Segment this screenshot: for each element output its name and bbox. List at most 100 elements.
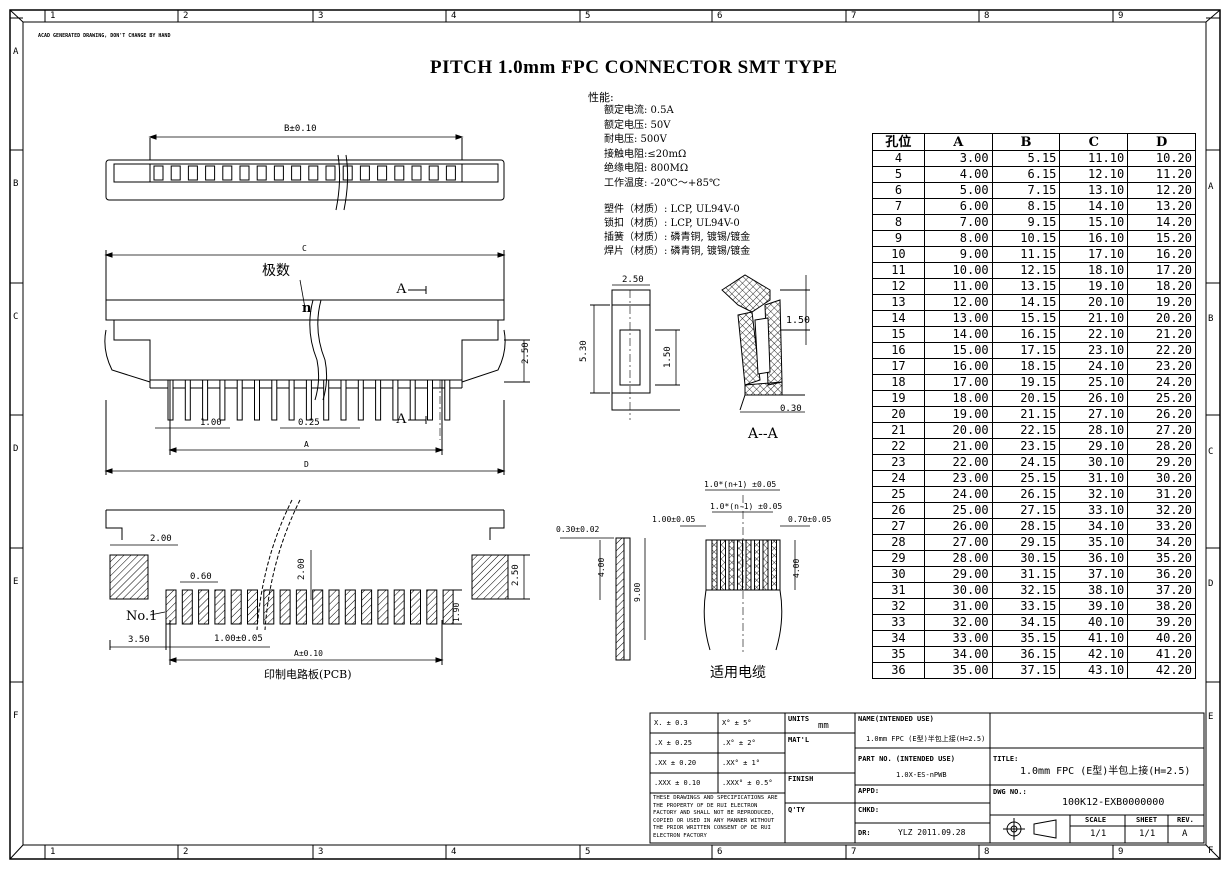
table-cell: 39.10 bbox=[1059, 598, 1129, 615]
table-cell: 19.00 bbox=[923, 406, 993, 423]
table-cell: 25.15 bbox=[991, 470, 1061, 487]
table-cell: 38.10 bbox=[1059, 582, 1129, 599]
b-dimension: B±0.10 bbox=[284, 124, 317, 134]
part-label: PART NO. (INTENDED USE) bbox=[858, 755, 955, 763]
pcb-pad bbox=[247, 589, 258, 625]
table-cell: 27.00 bbox=[923, 534, 993, 551]
table-cell: 33.10 bbox=[1059, 502, 1129, 519]
table-cell: 13.00 bbox=[923, 310, 993, 327]
aa-150: 1.50 bbox=[786, 315, 811, 326]
table-cell: 17 bbox=[872, 358, 925, 375]
frame-row-letter-right: D bbox=[1208, 579, 1214, 589]
table-cell: 33 bbox=[872, 614, 925, 631]
table-cell: 30.10 bbox=[1059, 454, 1129, 471]
tolerance-cell: .XXX ± 0.10 bbox=[654, 779, 701, 787]
table-cell: 36.10 bbox=[1059, 550, 1129, 567]
pcb-200: 2.00 bbox=[150, 534, 172, 544]
table-cell: 34.00 bbox=[923, 646, 993, 663]
table-cell: 41.10 bbox=[1059, 630, 1129, 647]
top-contact-slot bbox=[445, 165, 456, 181]
table-cell: 28.00 bbox=[923, 550, 993, 567]
cable-caption: 适用电缆 bbox=[710, 665, 766, 681]
frame-row-letter-left: C bbox=[13, 312, 19, 322]
front-contact-pin bbox=[392, 379, 399, 421]
top-contact-slot bbox=[325, 165, 336, 181]
table-cell: 37.20 bbox=[1127, 582, 1196, 599]
table-cell: 20.10 bbox=[1059, 294, 1129, 311]
table-cell: 21.20 bbox=[1127, 326, 1196, 343]
table-cell: 38.20 bbox=[1127, 598, 1196, 615]
material-label: MAT'L bbox=[788, 736, 810, 744]
specs-heading: 性能: bbox=[588, 91, 614, 104]
front-contact-pin bbox=[254, 379, 260, 421]
copyright-line: THE PROPERTY OF DE RUI ELECTRON bbox=[653, 802, 758, 809]
table-cell: 24.20 bbox=[1127, 374, 1196, 391]
pcb-pad bbox=[426, 589, 438, 625]
table-cell: 9.00 bbox=[923, 246, 993, 263]
table-cell: 18 bbox=[872, 374, 925, 391]
table-cell: 42.10 bbox=[1059, 646, 1129, 663]
spec-line: 耐电压: 500V bbox=[604, 134, 667, 145]
table-cell: 12.00 bbox=[923, 294, 993, 311]
tolerance-cell: .X° ± 2° bbox=[722, 739, 756, 747]
dim-d: D bbox=[304, 460, 309, 469]
table-cell: 24.10 bbox=[1059, 358, 1129, 375]
table-cell: 34.15 bbox=[991, 614, 1061, 631]
pcb-pad bbox=[295, 589, 307, 625]
pcb-pad bbox=[344, 589, 356, 625]
spec-line: 工作温度: -20℃～+85℃ bbox=[604, 177, 721, 189]
frame-row-letter-left: A bbox=[13, 47, 19, 57]
side-250: 2.50 bbox=[622, 275, 644, 285]
material-line: 焊片（材质）: 磷青铜, 镀锡/镀金 bbox=[604, 246, 751, 257]
table-cell: 28.20 bbox=[1127, 438, 1196, 455]
table-cell: 15.10 bbox=[1059, 214, 1129, 231]
table-cell: 12 bbox=[872, 278, 925, 295]
table-cell: 36 bbox=[872, 662, 925, 679]
table-cell: 6.00 bbox=[923, 198, 993, 215]
table-cell: 22.00 bbox=[923, 454, 993, 471]
table-cell: 3.00 bbox=[923, 150, 993, 167]
name-label: NAME(INTENDED USE) bbox=[858, 715, 934, 723]
table-cell: 16.15 bbox=[991, 326, 1061, 343]
pcb-pad bbox=[328, 589, 340, 625]
copyright-line: FACTORY AND SHALL NOT BE REPRODUCED, bbox=[653, 810, 775, 816]
table-cell: 11.20 bbox=[1127, 166, 1196, 183]
frame-col-number-top: 7 bbox=[851, 11, 857, 21]
copyright-line: THESE DRAWINGS AND SPECIFICATIONS ARE bbox=[653, 795, 778, 801]
tolerance-cell: X° ± 5° bbox=[722, 719, 752, 727]
table-cell: 34 bbox=[872, 630, 925, 647]
pcb-pad bbox=[165, 589, 177, 625]
copyright-line: COPIED OR USED IN ANY MANNER WITHOUT bbox=[653, 817, 775, 824]
dim-250: 2.50 bbox=[521, 342, 531, 364]
front-contact-pin bbox=[357, 379, 364, 421]
table-cell: 8 bbox=[872, 214, 925, 231]
frame-col-number-top: 5 bbox=[585, 11, 591, 21]
tolerance-cell: .X ± 0.25 bbox=[654, 739, 692, 747]
top-contact-slot bbox=[291, 165, 302, 181]
side-530: 5.30 bbox=[579, 340, 589, 362]
table-cell: 16 bbox=[872, 342, 925, 359]
pcb-pad bbox=[377, 589, 389, 625]
table-cell: 26 bbox=[872, 502, 925, 519]
frame-col-number-top: 9 bbox=[1118, 11, 1124, 21]
table-cell: 6 bbox=[872, 182, 925, 199]
table-cell: 10.00 bbox=[923, 262, 993, 279]
pcb-pad bbox=[230, 589, 242, 625]
table-cell: 26.10 bbox=[1059, 390, 1129, 407]
spec-line: 接触电阻:≤20mΩ bbox=[604, 148, 687, 160]
table-cell: 32.15 bbox=[991, 582, 1061, 599]
tolerance-cell: .XXX° ± 0.5° bbox=[722, 779, 773, 787]
table-cell: 29.15 bbox=[991, 534, 1061, 551]
table-cell: 41.20 bbox=[1127, 646, 1196, 663]
